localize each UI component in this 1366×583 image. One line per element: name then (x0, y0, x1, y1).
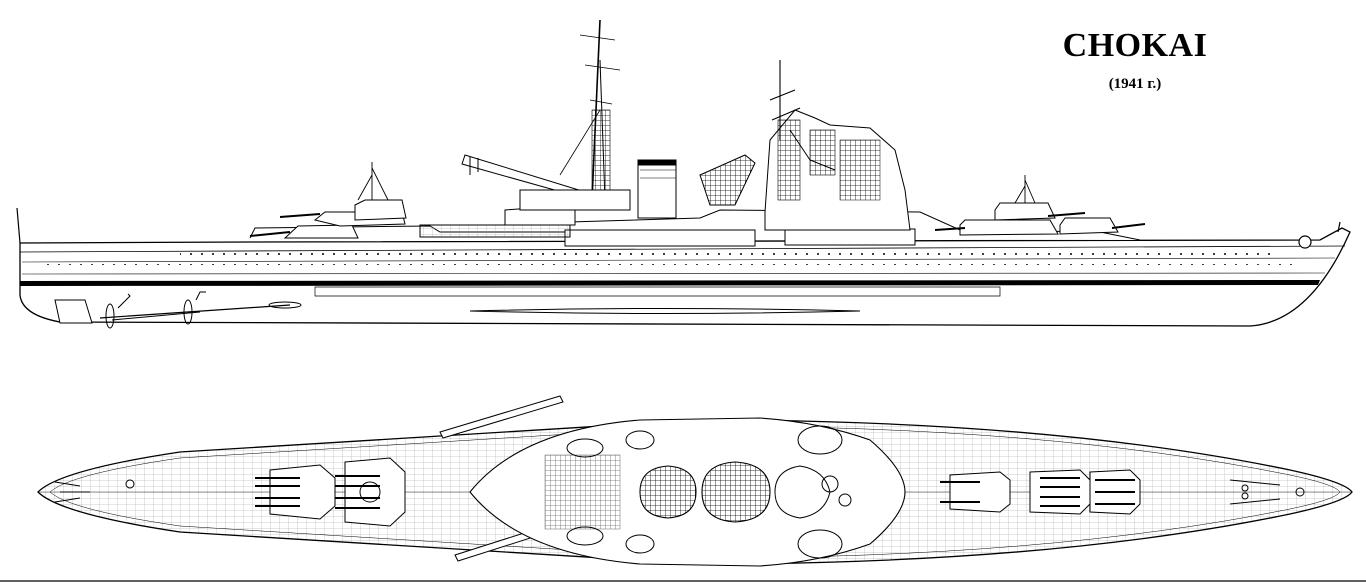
aft-tripod-mast (357, 162, 389, 201)
chrysanthemum-crest (1298, 235, 1312, 249)
hangar-deck (564, 229, 756, 247)
side-profile-view (16, 19, 1351, 329)
fore-tripod-mast (1014, 175, 1036, 204)
boot-top-line (21, 272, 1326, 275)
boat-5 (797, 425, 843, 455)
propeller-shafts (99, 291, 302, 329)
bridge-deck (784, 228, 916, 246)
boat-6 (797, 529, 843, 559)
catapult-port (439, 395, 564, 439)
fore-funnel (699, 154, 756, 206)
funnel-fore-plan (701, 461, 771, 523)
fore-turret-b (959, 219, 1059, 236)
deck-plan-view (37, 395, 1353, 567)
aircraft-crane (461, 109, 601, 201)
stern-fittings (54, 481, 90, 503)
funnel (637, 154, 756, 219)
stern-flagstaff (16, 207, 21, 244)
bow-jackstaff (1337, 221, 1341, 233)
fore-turret-group (934, 175, 1146, 236)
catapult-structure (419, 224, 571, 238)
aft-turret-superfiring (354, 199, 407, 221)
bow-fittings (1229, 479, 1305, 505)
porthole-row-lower (180, 250, 1270, 258)
rudder (54, 299, 93, 324)
porthole-row-upper (40, 264, 1300, 272)
waterline-band (20, 280, 1320, 286)
main-mast (579, 19, 621, 201)
armor-belt-line (314, 286, 1001, 297)
boat-2 (566, 526, 604, 546)
aft-turret-group (249, 162, 407, 239)
aft-turret-x (283, 224, 359, 239)
deck-house-aft (519, 189, 631, 211)
aft-turrets-plan (255, 457, 406, 527)
boat-4 (625, 534, 655, 554)
fore-turret-c (1059, 217, 1119, 235)
bridge-tower (764, 60, 911, 231)
funnel-aft-plan (639, 465, 697, 519)
title-block: CHOKAI (1941 г.) (1040, 26, 1230, 93)
ship-name-title: CHOKAI (1062, 27, 1208, 64)
boat-3 (625, 430, 655, 450)
bilge-keel (469, 308, 861, 314)
central-superstructure (469, 417, 906, 567)
deck-line-2 (21, 257, 1336, 263)
fore-turret-a (994, 202, 1056, 221)
boat-1 (566, 438, 604, 458)
year-subtitle: (1941 г.) (1108, 76, 1162, 92)
fore-turrets-plan (940, 469, 1141, 515)
